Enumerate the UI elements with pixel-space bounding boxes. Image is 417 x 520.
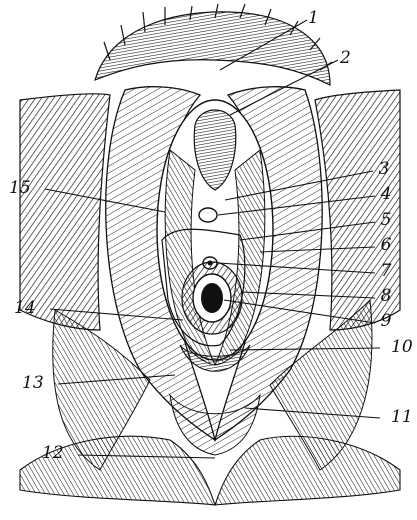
label-4: 4 bbox=[380, 184, 392, 204]
label-7: 7 bbox=[381, 261, 392, 281]
label-14: 14 bbox=[14, 298, 36, 318]
label-12: 12 bbox=[42, 443, 64, 463]
label-9: 9 bbox=[381, 311, 392, 331]
label-13: 13 bbox=[22, 373, 44, 393]
label-11: 11 bbox=[391, 407, 413, 427]
label-3: 3 bbox=[379, 159, 390, 179]
label-15: 15 bbox=[9, 178, 31, 198]
label-6: 6 bbox=[381, 235, 392, 255]
clitoris-shape bbox=[199, 208, 217, 222]
hair-region bbox=[95, 4, 332, 85]
vaginal-opening-shape bbox=[182, 262, 242, 334]
label-10: 10 bbox=[391, 337, 413, 357]
label-1: 1 bbox=[308, 8, 319, 28]
label-5: 5 bbox=[381, 210, 392, 230]
label-8: 8 bbox=[381, 286, 392, 306]
label-2: 2 bbox=[339, 48, 351, 68]
